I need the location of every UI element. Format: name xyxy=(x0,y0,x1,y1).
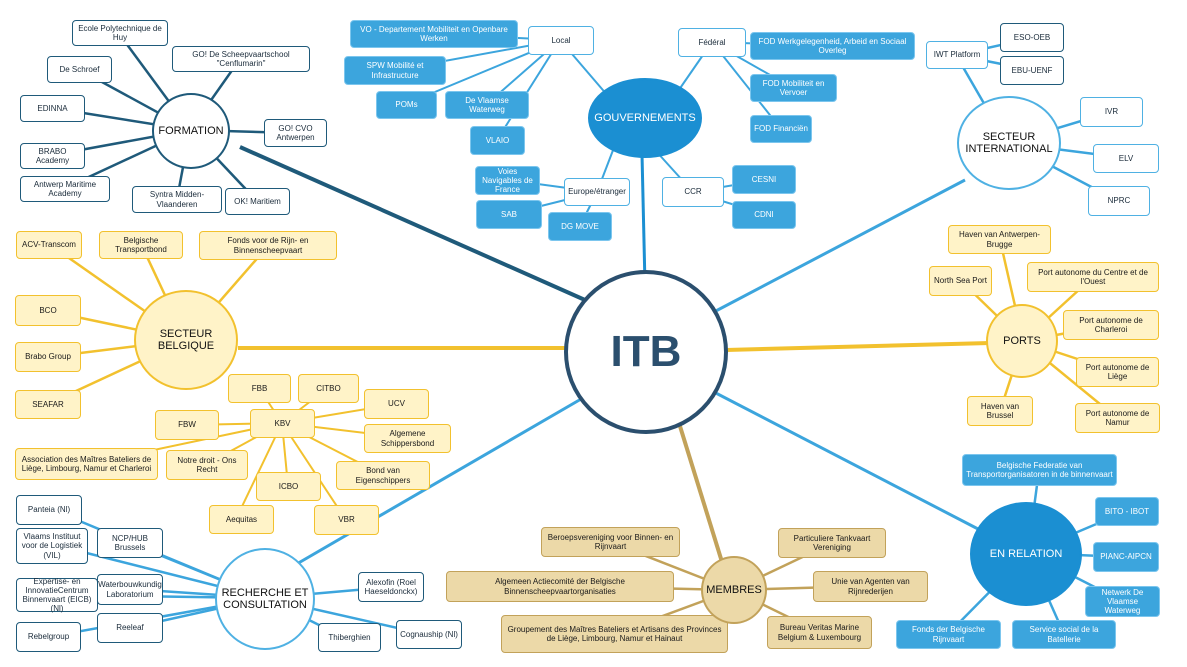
recherche-item[interactable]: Waterbouwkundig Laboratorium xyxy=(97,574,163,605)
gouv-local-item[interactable]: POMs xyxy=(376,91,437,119)
port-item[interactable]: Haven van Antwerpen-Brugge xyxy=(948,225,1051,254)
hub-ports-label: PORTS xyxy=(1003,335,1041,347)
relation-item[interactable]: Fonds der Belgische Rijnvaart xyxy=(896,620,1001,649)
gouv-europe-item[interactable]: DG MOVE xyxy=(548,212,612,241)
formation-item[interactable]: Antwerp Maritime Academy xyxy=(20,176,110,202)
recherche-item[interactable]: Alexofin (Roel Haeseldonckx) xyxy=(358,572,424,602)
recherche-item[interactable]: Thiberghien xyxy=(318,623,381,652)
recherche-item[interactable]: Expertise- en InnovatieCentrum Binnenvaa… xyxy=(16,577,98,613)
gouv-local-item[interactable]: VO - Departement Mobiliteit en Openbare … xyxy=(350,20,518,48)
hub-recherche[interactable]: RECHERCHE ET CONSULTATION xyxy=(215,548,315,650)
formation-item[interactable]: De Schroef xyxy=(47,56,112,83)
relation-item[interactable]: Service social de la Batellerie xyxy=(1012,620,1116,649)
hub-gouvernements-label: GOUVERNEMENTS xyxy=(594,112,696,124)
port-item[interactable]: Port autonome de Namur xyxy=(1075,403,1160,433)
gouv-local-item[interactable]: SPW Mobilité et Infrastructure xyxy=(344,56,446,85)
recherche-item[interactable]: Rebelgroup xyxy=(16,622,81,652)
gouv-europe-item[interactable]: Voies Navigables de France xyxy=(475,166,540,195)
hub-international-label: SECTEUR INTERNATIONAL xyxy=(965,131,1053,155)
gouv-local[interactable]: Local xyxy=(528,26,594,55)
kbv-item[interactable]: ICBO xyxy=(256,472,321,501)
gouv-europe[interactable]: Europe/étranger xyxy=(564,178,630,206)
hub-belgique-label: SECTEUR BELGIQUE xyxy=(157,328,215,352)
belgique-item[interactable]: BCO xyxy=(15,295,81,326)
relation-item[interactable]: BITO - IBOT xyxy=(1095,497,1159,526)
belgique-item[interactable]: Brabo Group xyxy=(15,342,81,372)
gouv-ccr-item[interactable]: CESNI xyxy=(732,165,796,194)
intl-iwt-item[interactable]: ESO-OEB xyxy=(1000,23,1064,52)
membres-item[interactable]: Beroepsvereniging voor Binnen- en Rijnva… xyxy=(541,527,680,557)
kbv-item[interactable]: Algemene Schippersbond xyxy=(364,424,451,453)
hub-recherche-label: RECHERCHE ET CONSULTATION xyxy=(221,587,309,611)
port-item[interactable]: Port autonome de Liège xyxy=(1076,357,1159,387)
gouv-local-item[interactable]: VLAIO xyxy=(470,126,525,155)
gouv-ccr[interactable]: CCR xyxy=(662,177,724,207)
hub-ports[interactable]: PORTS xyxy=(986,304,1058,378)
center-node-itb[interactable]: ITB xyxy=(564,270,728,434)
formation-item[interactable]: EDINNA xyxy=(20,95,85,122)
port-item[interactable]: Port autonome de Charleroi xyxy=(1063,310,1159,340)
belgique-item[interactable]: SEAFAR xyxy=(15,390,81,419)
gouv-federal-item[interactable]: FOD Werkgelegenheid, Arbeid en Sociaal O… xyxy=(750,32,915,60)
kbv-item[interactable]: Aequitas xyxy=(209,505,274,534)
intl-item[interactable]: ELV xyxy=(1093,144,1159,173)
gouv-ccr-item[interactable]: CDNI xyxy=(732,201,796,229)
recherche-item[interactable]: NCP/HUB Brussels xyxy=(97,528,163,558)
hub-formation[interactable]: FORMATION xyxy=(152,93,230,169)
relation-item[interactable]: Netwerk De Vlaamse Waterweg xyxy=(1085,586,1160,617)
membres-item[interactable]: Algemeen Actiecomité der Belgische Binne… xyxy=(446,571,674,602)
hub-membres[interactable]: MEMBRES xyxy=(701,556,767,624)
kbv-node[interactable]: KBV xyxy=(250,409,315,438)
kbv-item[interactable]: Bond van Eigenschippers xyxy=(336,461,430,490)
relation-item[interactable]: PIANC-AIPCN xyxy=(1093,542,1159,572)
intl-iwt-platform[interactable]: IWT Platform xyxy=(926,41,988,69)
kbv-item[interactable]: Notre droit - Ons Recht xyxy=(166,450,248,480)
gouv-federal-item[interactable]: FOD Mobiliteit en Vervoer xyxy=(750,74,837,102)
kbv-item[interactable]: FBB xyxy=(228,374,291,403)
formation-item[interactable]: OK! Maritiem xyxy=(225,188,290,215)
belgique-item[interactable]: Fonds voor de Rijn- en Binnenscheepvaart xyxy=(199,231,337,260)
membres-item[interactable]: Bureau Veritas Marine Belgium & Luxembou… xyxy=(767,616,872,649)
hub-international[interactable]: SECTEUR INTERNATIONAL xyxy=(957,96,1061,190)
kbv-item[interactable]: CITBO xyxy=(298,374,359,403)
intl-iwt-item[interactable]: EBU-UENF xyxy=(1000,56,1064,85)
belgique-item[interactable]: Belgische Transportbond xyxy=(99,231,183,259)
gouv-federal-item[interactable]: FOD Financiën xyxy=(750,115,812,143)
formation-item[interactable]: GO! De Scheepvaartschool "Cenflumarin" xyxy=(172,46,310,72)
formation-item[interactable]: Ecole Polytechnique de Huy xyxy=(72,20,168,46)
recherche-item[interactable]: Reeleaf xyxy=(97,613,163,643)
port-item[interactable]: North Sea Port xyxy=(929,266,992,296)
relation-item[interactable]: Belgische Federatie van Transportorganis… xyxy=(962,454,1117,486)
kbv-item[interactable]: UCV xyxy=(364,389,429,419)
hub-formation-label: FORMATION xyxy=(158,125,224,137)
kbv-item[interactable]: Association des Maîtres Bateliers de Liè… xyxy=(15,448,158,480)
membres-item[interactable]: Unie van Agenten van Rijnrederijen xyxy=(813,571,928,602)
gouv-local-item[interactable]: De Vlaamse Waterweg xyxy=(445,91,529,119)
hub-belgique[interactable]: SECTEUR BELGIQUE xyxy=(134,290,238,390)
hub-relation-label: EN RELATION xyxy=(989,548,1063,560)
hub-relation[interactable]: EN RELATION xyxy=(970,502,1082,606)
recherche-item[interactable]: Panteia (Nl) xyxy=(16,495,82,525)
port-item[interactable]: Port autonome du Centre et de l'Ouest xyxy=(1027,262,1159,292)
intl-item[interactable]: NPRC xyxy=(1088,186,1150,216)
formation-item[interactable]: GO! CVO Antwerpen xyxy=(264,119,327,147)
kbv-item[interactable]: VBR xyxy=(314,505,379,535)
gouv-europe-item[interactable]: SAB xyxy=(476,200,542,229)
kbv-item[interactable]: FBW xyxy=(155,410,219,440)
membres-item[interactable]: Particuliere Tankvaart Vereniging xyxy=(778,528,886,558)
port-item[interactable]: Haven van Brussel xyxy=(967,396,1033,426)
formation-item[interactable]: BRABO Academy xyxy=(20,143,85,169)
recherche-item[interactable]: Cognauship (Nl) xyxy=(396,620,462,649)
belgique-item[interactable]: ACV-Transcom xyxy=(16,231,82,259)
membres-item[interactable]: Groupement des Maîtres Bateliers et Arti… xyxy=(501,615,728,653)
recherche-item[interactable]: Vlaams Instituut voor de Logistiek (VIL) xyxy=(16,528,88,564)
intl-item[interactable]: IVR xyxy=(1080,97,1143,127)
hub-gouvernements[interactable]: GOUVERNEMENTS xyxy=(588,78,702,158)
gouv-federal[interactable]: Fédéral xyxy=(678,28,746,57)
formation-item[interactable]: Syntra Midden-Vlaanderen xyxy=(132,186,222,213)
hub-membres-label: MEMBRES xyxy=(706,584,762,596)
center-label: ITB xyxy=(610,327,682,376)
